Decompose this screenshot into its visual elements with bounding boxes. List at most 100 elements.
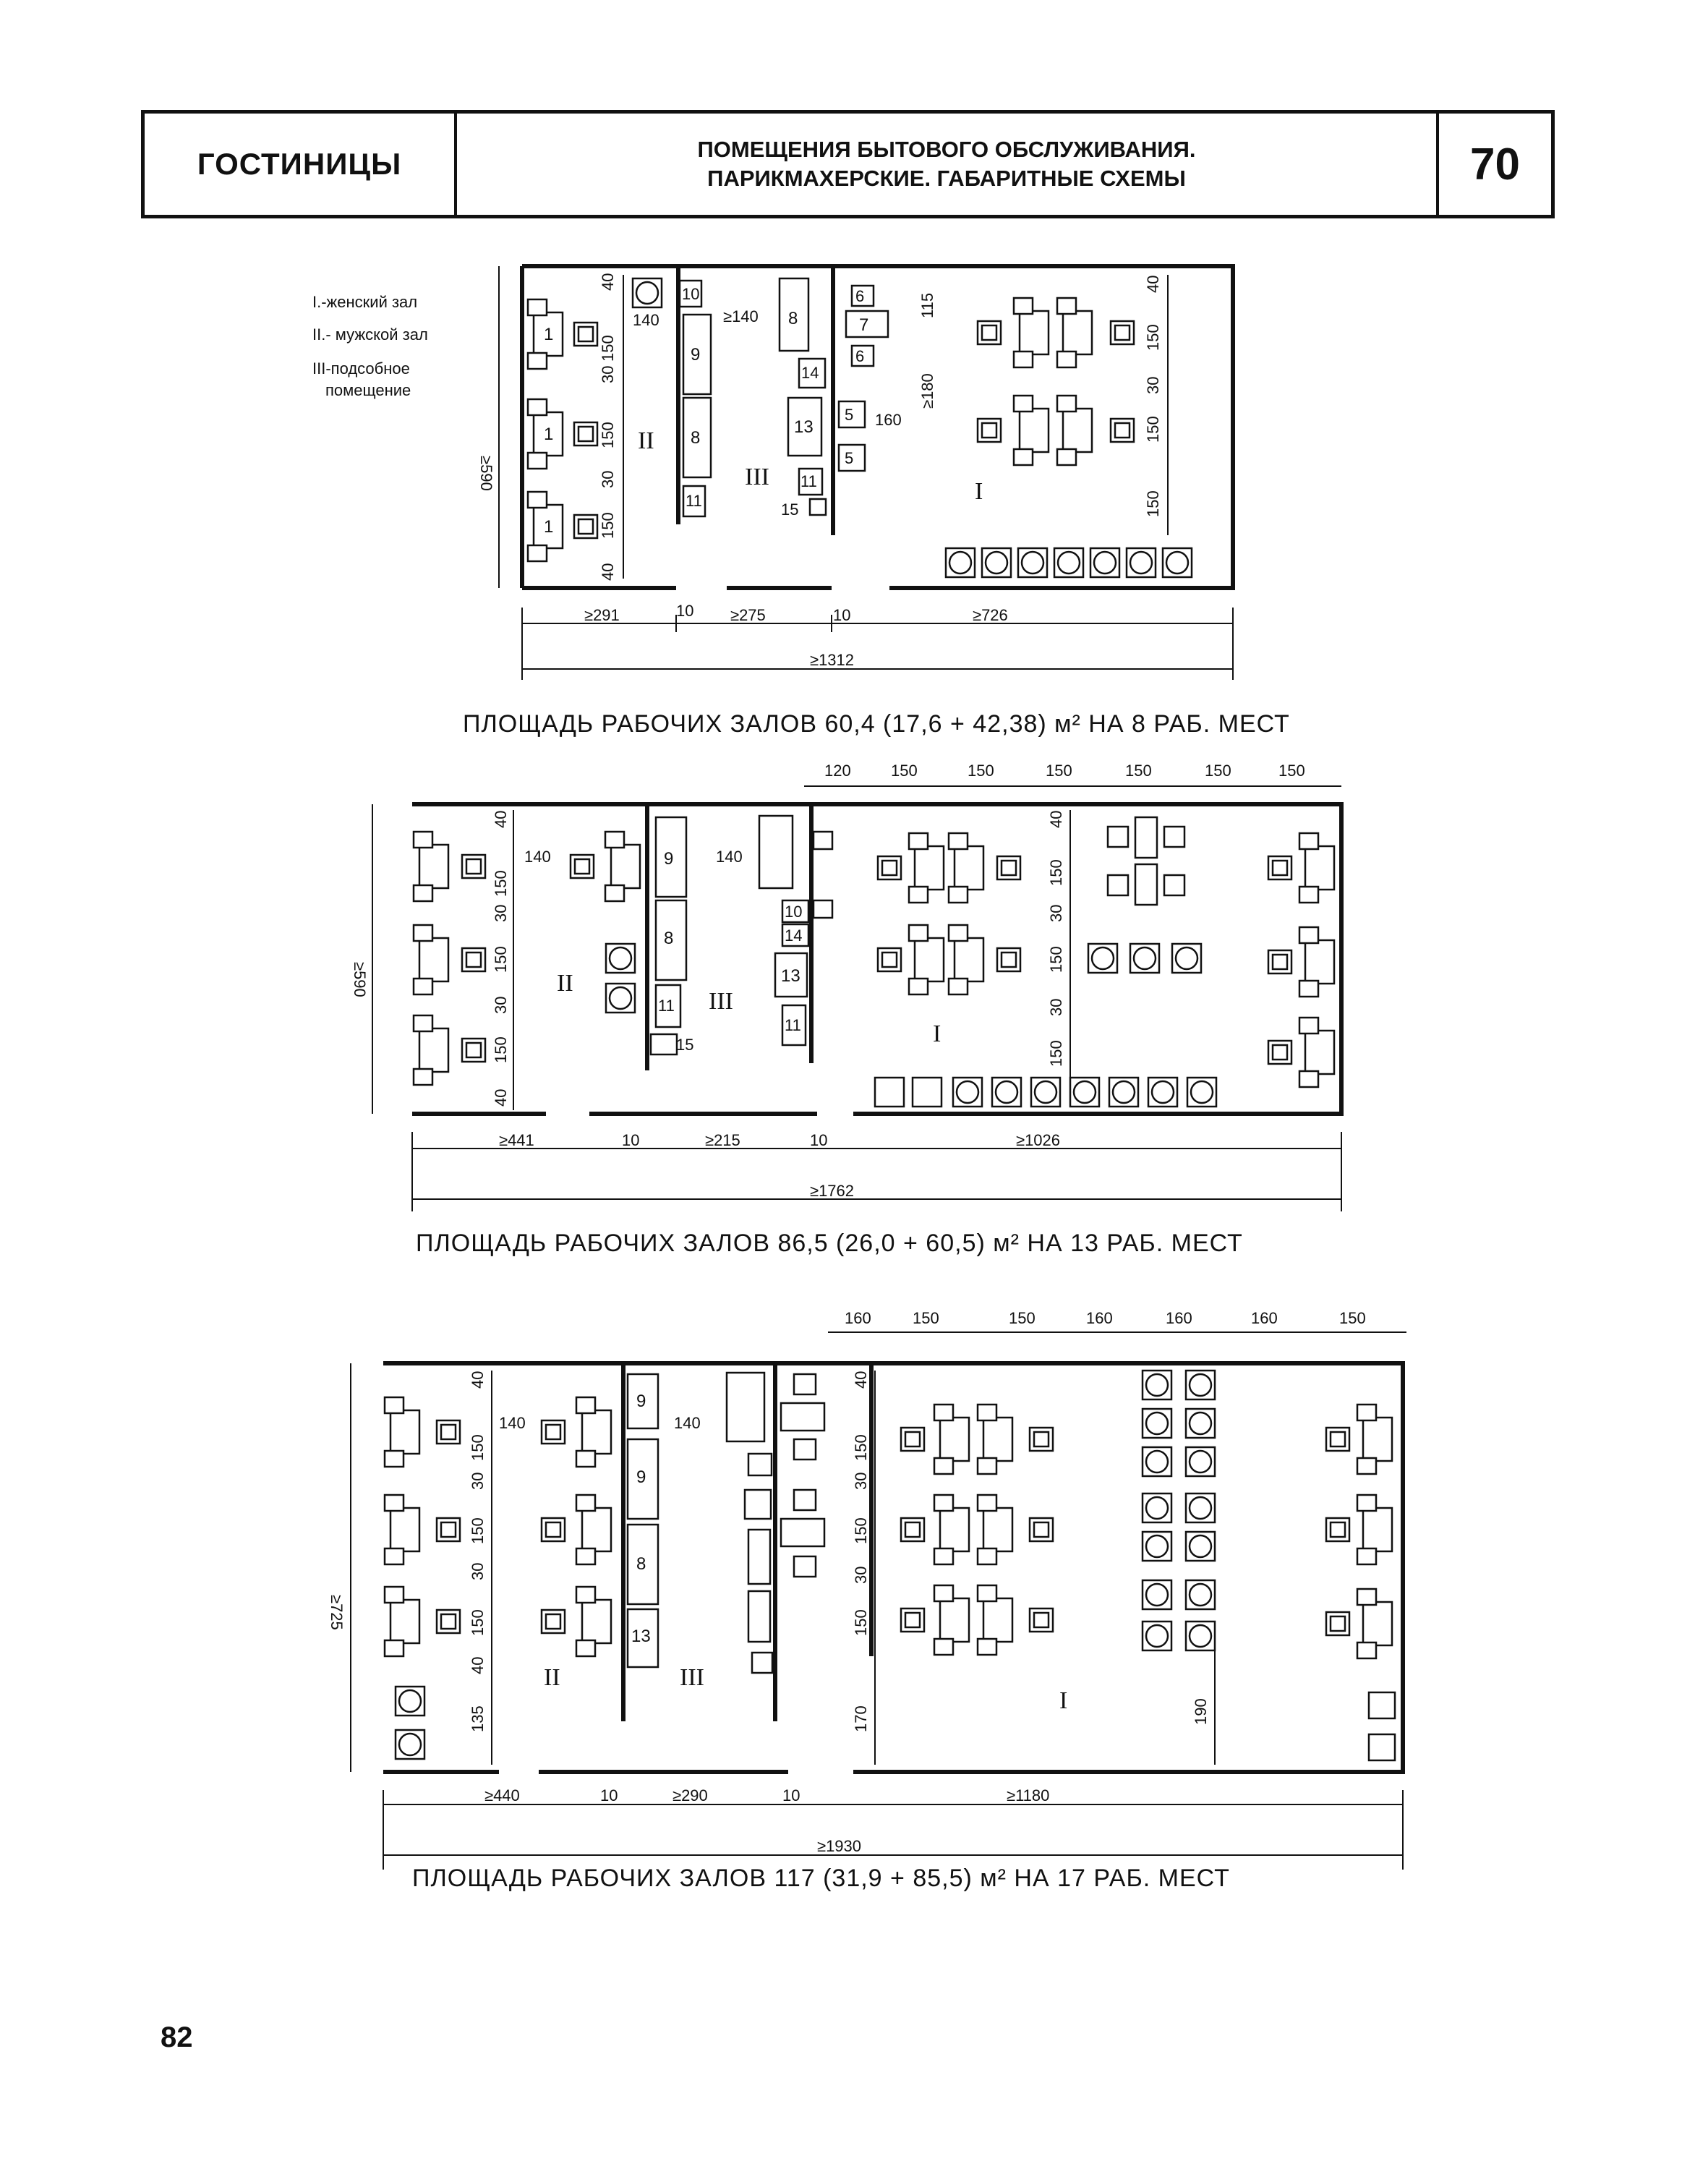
p3-dim-total: ≥1930 <box>817 1837 861 1855</box>
p3-dim-r150a: 150 <box>852 1434 870 1461</box>
p3-dim-r30b: 30 <box>852 1567 870 1584</box>
p2-dim-r30b: 30 <box>1047 999 1065 1016</box>
p2-dim-top7: 150 <box>1278 762 1305 780</box>
p2-dim-total: ≥1762 <box>810 1182 854 1200</box>
p2-dim-r150b: 150 <box>1047 946 1065 973</box>
plan-2-caption: ПЛОЩАДЬ РАБОЧИХ ЗАЛОВ 86,5 (26,0 + 60,5)… <box>416 1230 1243 1257</box>
legend-item-men: II.- мужской зал <box>312 325 428 344</box>
section-title: ГОСТИНИЦЫ <box>145 114 457 215</box>
plan-2: 120 150 150 150 150 150 150 9 8 11 15 10… <box>351 762 1344 1257</box>
p1-dim-total: ≥1312 <box>810 651 854 669</box>
p2-label-14: 14 <box>785 926 802 945</box>
p2-room-III: III <box>709 988 733 1015</box>
p1-dim-v150c: 150 <box>599 512 617 539</box>
p1-dim-r150c: 150 <box>1144 490 1162 517</box>
p1-label-7: 7 <box>859 315 868 335</box>
p1-label-8: 8 <box>691 428 700 448</box>
plan-2-outer-wall <box>412 802 1344 1116</box>
p3-room-III: III <box>680 1664 704 1691</box>
p3-label-9a: 9 <box>636 1392 646 1411</box>
p2-label-11a: 11 <box>658 997 675 1015</box>
p3-dim-top4: 160 <box>1086 1309 1113 1327</box>
p2-label-15: 15 <box>676 1036 693 1054</box>
p3-dim-v150c: 150 <box>469 1609 487 1636</box>
p1-label-14: 14 <box>801 364 819 382</box>
p3-dim-seg3: ≥290 <box>672 1786 708 1804</box>
p1-dim-seg3: ≥275 <box>730 606 766 624</box>
p3-room-II: II <box>544 1664 560 1691</box>
p3-dim-top1: 160 <box>845 1309 871 1327</box>
p1-dim-v40b: 40 <box>599 563 617 581</box>
p1-dim-v150b: 150 <box>599 422 617 448</box>
p2-dim-seg4: 10 <box>810 1131 827 1149</box>
p3-dim-seg4: 10 <box>782 1786 800 1804</box>
p3-dim-top7: 150 <box>1339 1309 1366 1327</box>
p3-dim-top6: 160 <box>1251 1309 1278 1327</box>
p2-dim-seg5: ≥1026 <box>1016 1131 1060 1149</box>
p1-label-9: 9 <box>691 345 700 365</box>
p1-dim-v40a: 40 <box>599 273 617 291</box>
p3-dim-v150b: 150 <box>469 1517 487 1544</box>
p3-dim-seg5: ≥1180 <box>1007 1786 1049 1804</box>
p2-dim-top1: 120 <box>824 762 851 780</box>
p3-dim-v30b: 30 <box>469 1563 487 1580</box>
p1-label-1b: 1 <box>544 425 553 444</box>
p3-dim-seg1: ≥440 <box>484 1786 520 1804</box>
p1-dim-r150a: 150 <box>1144 324 1162 351</box>
p3-dim-r30a: 30 <box>852 1473 870 1490</box>
p2-room-II: II <box>557 970 573 997</box>
p1-dim-r40: 40 <box>1144 276 1162 293</box>
p1-dim-r30: 30 <box>1144 377 1162 394</box>
p3-dim-top2: 150 <box>913 1309 939 1327</box>
p2-label-8: 8 <box>664 929 673 948</box>
p1-label-13: 13 <box>794 417 814 437</box>
p2-label-10: 10 <box>785 903 802 921</box>
p3-dim-140a: 140 <box>499 1414 526 1432</box>
p1-dim-v30a: 30 <box>599 366 617 383</box>
p3-dim-height: ≥725 <box>328 1595 346 1630</box>
legend-item-utility: III-подсобное <box>312 359 410 378</box>
p3-dim-r150c: 150 <box>852 1609 870 1636</box>
p1-label-1a: 1 <box>544 325 553 344</box>
p3-dim-v40b: 40 <box>469 1657 487 1674</box>
plan-1: I.-женский зал II.- мужской зал III-подс… <box>312 264 1289 738</box>
legend-item-women: I.-женский зал <box>312 293 417 311</box>
p2-dim-v40b: 40 <box>492 1089 510 1107</box>
p1-dim-seg4: 10 <box>833 606 850 624</box>
p2-dim-top3: 150 <box>968 762 994 780</box>
p2-room-I: I <box>933 1020 941 1047</box>
page-title-line-1: ПОМЕЩЕНИЯ БЫТОВОГО ОБСЛУЖИВАНИЯ. <box>697 137 1196 162</box>
p1-room-III: III <box>745 464 769 490</box>
p3-dim-r150b: 150 <box>852 1517 870 1544</box>
p1-dim-seg1: ≥291 <box>584 606 620 624</box>
title-block: ГОСТИНИЦЫ ПОМЕЩЕНИЯ БЫТОВОГО ОБСЛУЖИВАНИ… <box>141 110 1555 218</box>
p2-dim-r150a: 150 <box>1047 859 1065 886</box>
plan-1-outer-wall <box>522 264 1235 590</box>
p1-room-I: I <box>975 478 983 505</box>
p2-dim-r40: 40 <box>1047 811 1065 828</box>
p1-label-15: 15 <box>781 500 798 519</box>
p1-label-5b: 5 <box>845 449 853 467</box>
p1-label-1c: 1 <box>544 517 553 537</box>
p1-label-8b: 8 <box>788 309 798 328</box>
plan-3-outer-wall <box>383 1361 1405 1774</box>
p3-label-13: 13 <box>631 1627 651 1646</box>
p1-dim-140: 140 <box>633 311 659 329</box>
p1-dim-v150a: 150 <box>599 335 617 362</box>
plan-3: 160 150 150 160 160 160 150 9 9 8 13 <box>328 1309 1406 1892</box>
p2-label-13: 13 <box>781 966 800 986</box>
p1-dim-seg2: 10 <box>676 602 693 620</box>
p2-dim-v150b: 150 <box>492 946 510 973</box>
p1-label-6a: 6 <box>855 287 864 305</box>
p2-dim-top6: 150 <box>1205 762 1231 780</box>
p2-dim-v150a: 150 <box>492 870 510 897</box>
p1-dim-seg5: ≥726 <box>973 606 1008 624</box>
p1-room-II: II <box>638 427 654 454</box>
p3-dim-top5: 160 <box>1166 1309 1192 1327</box>
p2-dim-seg1: ≥441 <box>499 1131 534 1149</box>
p1-dim-180: ≥180 <box>918 373 936 409</box>
p1-label-6b: 6 <box>855 347 864 365</box>
p3-dim-v135: 135 <box>469 1705 487 1732</box>
p3-room-I: I <box>1059 1687 1067 1714</box>
